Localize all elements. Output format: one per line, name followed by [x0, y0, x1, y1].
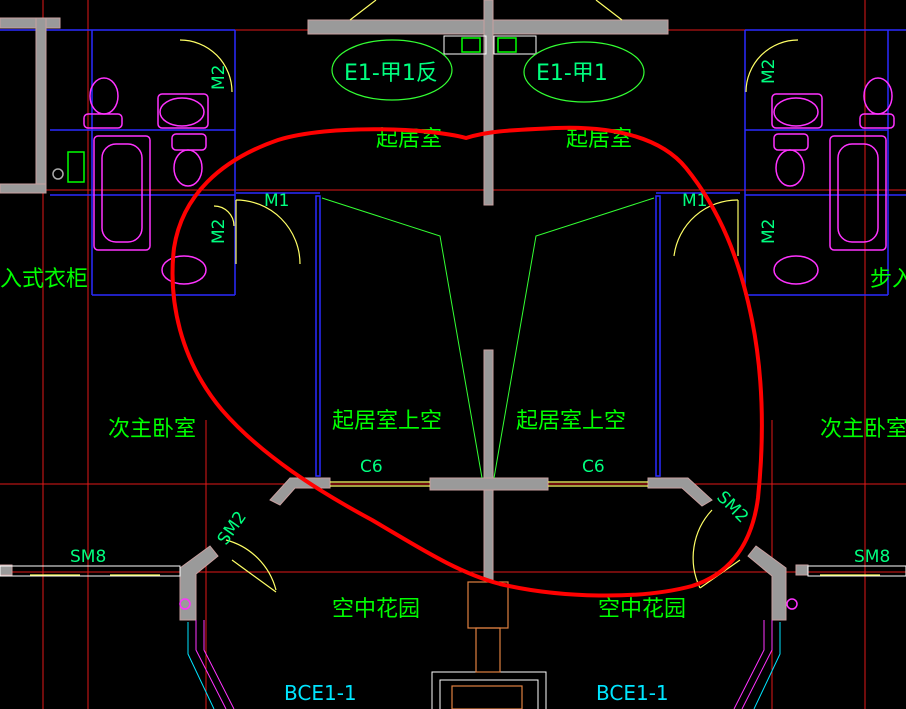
door-label-m1-left: M1 — [264, 191, 289, 211]
green-fixtures — [52, 37, 517, 183]
unit-tag-ellipses — [331, 39, 645, 103]
partitions — [0, 29, 906, 477]
room-label-closet-left: 入式衣柜 — [0, 267, 88, 292]
void-marks — [321, 197, 655, 479]
room-label-void-right: 起居室上空 — [516, 409, 626, 434]
red-markup-circle — [170, 125, 764, 598]
room-label-bedroom-right: 次主卧室 — [820, 417, 906, 442]
balcony-label-right: BCE1-1 — [596, 681, 669, 705]
window-label-c6-left: C6 — [360, 457, 383, 477]
room-label-garden-right: 空中花园 — [598, 597, 686, 622]
unit-tag-left: E1-甲1反 — [344, 61, 438, 86]
door-label-m1-right: M1 — [682, 191, 707, 211]
door-label-m2-mid-right: M2 — [759, 219, 779, 244]
door-label-m2-top-right: M2 — [759, 59, 779, 84]
door-label-m2-top-left: M2 — [209, 65, 229, 90]
balcony-rails — [195, 620, 773, 709]
door-label-m2-mid-left: M2 — [209, 219, 229, 244]
unit-tag-right: E1-甲1 — [536, 61, 608, 86]
room-label-closet-right: 步入 — [870, 267, 906, 292]
room-label-bedroom-left: 次主卧室 — [108, 417, 196, 442]
balcony-label-left: BCE1-1 — [284, 681, 357, 705]
room-label-garden-left: 空中花园 — [332, 597, 420, 622]
window-label-c6-right: C6 — [582, 457, 605, 477]
room-label-void-left: 起居室上空 — [332, 409, 442, 434]
windows — [330, 481, 648, 487]
walls — [0, 0, 809, 621]
door-label-sm8-right: SM8 — [854, 547, 890, 567]
door-label-sm8-left: SM8 — [70, 547, 106, 567]
sanitary-fixtures — [83, 77, 895, 610]
balcony-rails-inner — [187, 622, 781, 709]
